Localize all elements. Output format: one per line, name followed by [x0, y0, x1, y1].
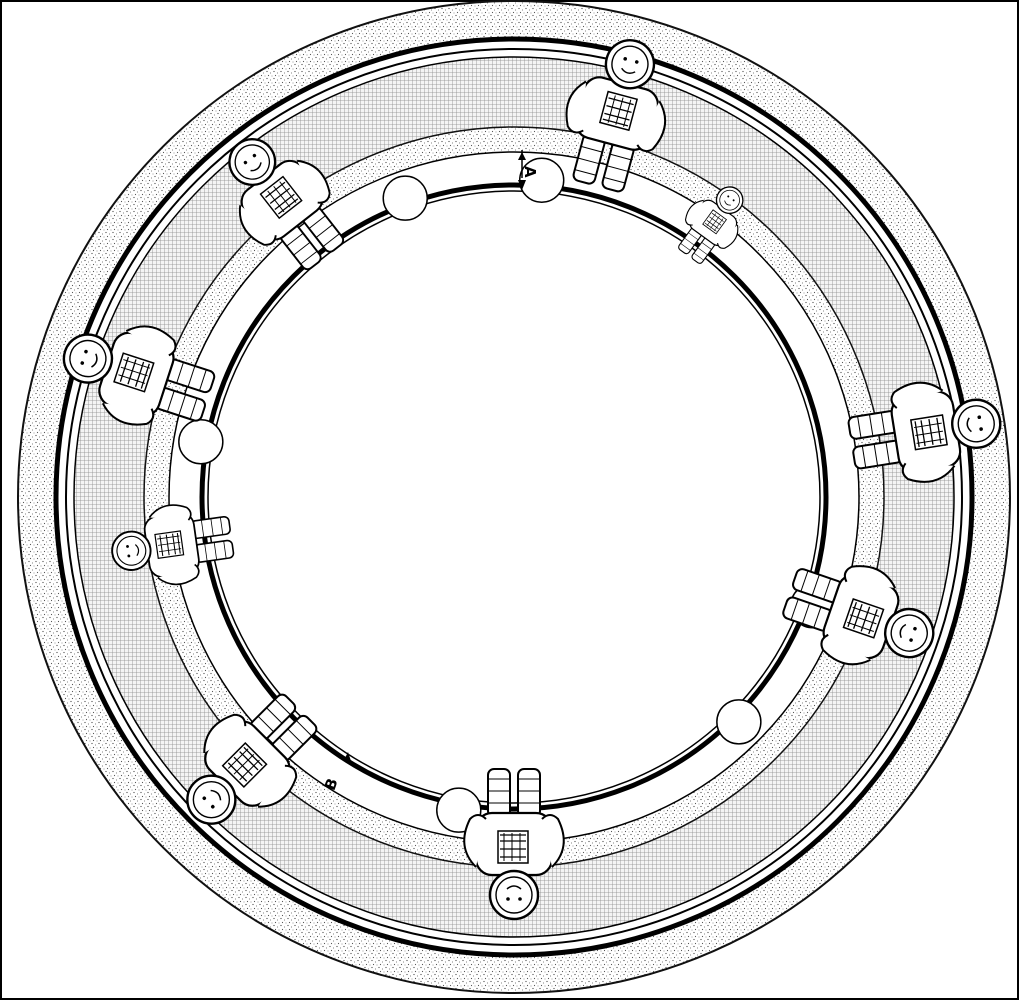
floor-bump — [717, 700, 761, 744]
label-a: A — [521, 166, 539, 178]
floor-bump — [520, 158, 564, 202]
floor-bump — [179, 420, 223, 464]
floor-bump — [383, 176, 427, 220]
